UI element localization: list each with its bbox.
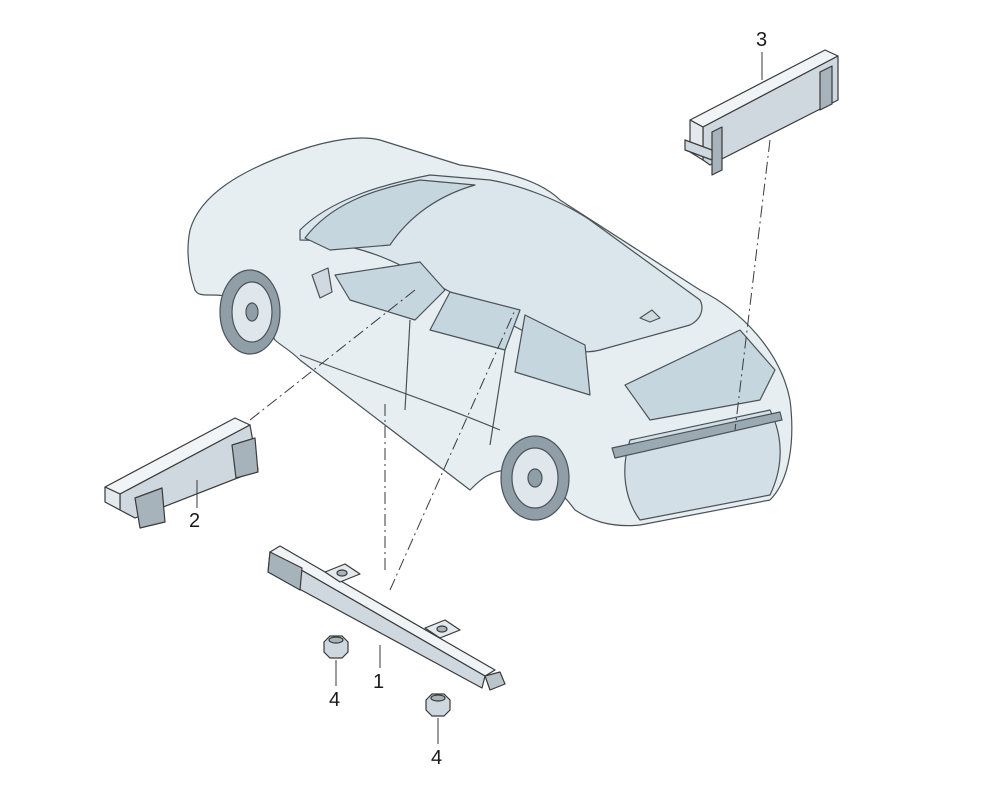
door-line-front [404, 319, 411, 411]
callout-part-3: 3 [756, 29, 768, 51]
side-window-front [334, 261, 446, 321]
part-4-nut-a [323, 635, 349, 659]
tail-light [611, 411, 783, 459]
windshield [304, 179, 476, 251]
part-3-sensor [684, 49, 839, 176]
leader-part-3 [734, 139, 771, 431]
leader-part-2 [249, 289, 416, 421]
side-window-rear [514, 314, 591, 396]
side-mirror [311, 267, 333, 299]
front-wheel [219, 269, 281, 355]
callout-part-2: 2 [189, 510, 201, 532]
leader-lines [249, 139, 771, 591]
door-line-rear [489, 349, 506, 446]
callout-part-4-right: 4 [431, 747, 443, 769]
part-1-antenna-bar [267, 545, 506, 691]
part-4-nut-b [425, 693, 451, 717]
leader-part-1b [389, 309, 516, 591]
station-wagon-car [187, 137, 793, 527]
rocker-line [299, 354, 501, 431]
rear-wheel [500, 435, 570, 521]
callout-part-4-left: 4 [329, 689, 341, 711]
rear-window [624, 329, 776, 421]
callout-part-1: 1 [373, 671, 385, 693]
roof-antenna [639, 309, 661, 323]
part-2-sensor [104, 417, 259, 529]
